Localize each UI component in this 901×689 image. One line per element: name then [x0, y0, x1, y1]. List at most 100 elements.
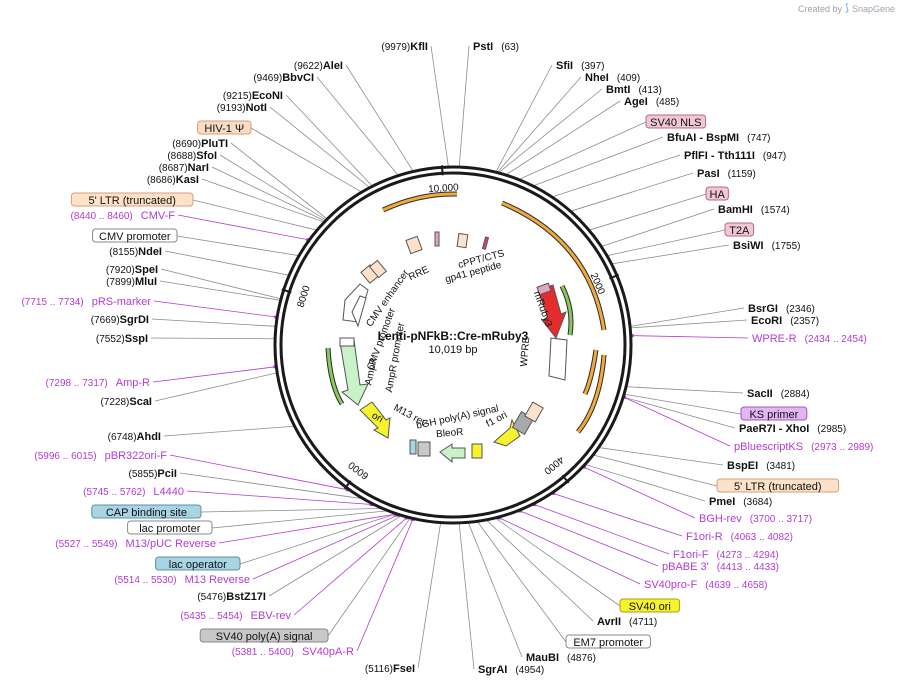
leader-line	[230, 142, 327, 219]
site-name: BsrGI	[748, 303, 778, 315]
restriction-site-label[interactable]: (5116)FseI	[365, 663, 415, 675]
restriction-site-label[interactable]: BfuAI - BspMI(747)	[667, 132, 770, 144]
restriction-site-label[interactable]: BsiWI(1755)	[733, 240, 800, 252]
restriction-site-label[interactable]: PmeI(3684)	[709, 496, 772, 508]
tick-label: 8000	[295, 284, 312, 309]
leader-line	[417, 523, 441, 669]
feature-label-box[interactable]: CMV promoter	[92, 228, 178, 243]
feature-label-box[interactable]: EM7 promoter	[565, 634, 651, 649]
restriction-site-label[interactable]: MauBI(4876)	[526, 652, 596, 664]
primer-label[interactable]: F1ori-F(4273 .. 4294)	[673, 549, 779, 561]
restriction-site-label[interactable]: BsrGI(2346)	[748, 303, 815, 315]
restriction-site-label[interactable]: SgrAI(4954)	[478, 664, 544, 676]
restriction-site-label[interactable]: (8690)PluTI	[172, 138, 228, 150]
feature-label-box[interactable]: HIV-1 Ψ	[197, 120, 252, 135]
restriction-site-label[interactable]: (8155)NdeI	[109, 246, 162, 258]
primer-label[interactable]: pBABE 3'(4413 .. 4433)	[662, 561, 779, 573]
restriction-site-label[interactable]: BmtI(413)	[606, 84, 662, 96]
feature-label-box[interactable]: SV40 ori	[619, 598, 681, 613]
feature-box-bg	[716, 478, 840, 493]
primer-label[interactable]: pBluescriptKS(2973 .. 2989)	[734, 441, 873, 453]
site-name: BspEI	[727, 460, 758, 472]
primer-name: WPRE-R	[752, 333, 797, 345]
leader-line	[176, 235, 299, 256]
site-name: FseI	[393, 663, 415, 675]
site-position: (7228)	[100, 397, 129, 408]
primer-label[interactable]: SV40pro-F(4639 .. 4658)	[644, 579, 767, 591]
primer-label[interactable]: (5745 .. 5762)L4440	[83, 486, 184, 498]
site-name: AvrII	[597, 616, 621, 628]
feature-arc-green-left-fill	[326, 347, 344, 405]
primer-label[interactable]: BGH-rev(3700 .. 3717)	[699, 513, 812, 525]
primer-label[interactable]: (5527 .. 5549)M13/pUC Reverse	[55, 538, 216, 550]
site-name: PluTI	[201, 138, 228, 150]
feature-label-box[interactable]: lac operator	[155, 556, 241, 571]
restriction-site-label[interactable]: SfiI(397)	[556, 60, 604, 72]
feature-label-box[interactable]: SV40 NLS	[645, 114, 707, 129]
primer-label[interactable]: (7715 .. 7734)pRS-marker	[21, 296, 151, 308]
feature-label-box[interactable]: HA	[705, 186, 729, 201]
restriction-site-label[interactable]: PflFI - Tth111I(947)	[684, 150, 786, 162]
primer-label[interactable]: (5514 .. 5530)M13 Reverse	[114, 574, 250, 586]
leader-line	[285, 94, 373, 186]
primer-label[interactable]: F1ori-R(4063 .. 4082)	[686, 531, 793, 543]
restriction-site-label[interactable]: (7228)ScaI	[100, 396, 152, 408]
primer-label[interactable]: (5435 .. 5454)EBV-rev	[180, 610, 291, 622]
site-position: (4711)	[629, 617, 657, 628]
primer-label[interactable]: (7298 .. 7317)Amp-R	[46, 377, 151, 389]
leader-line	[497, 76, 582, 172]
ori-arrow	[359, 401, 391, 439]
restriction-site-label[interactable]: EcoRI(2357)	[751, 315, 819, 327]
restriction-site-label[interactable]: (7920)SpeI	[106, 264, 158, 276]
primer-name: L4440	[153, 486, 184, 498]
leader-line	[186, 490, 372, 505]
restriction-site-label[interactable]: PaeR7I - XhoI(2985)	[739, 423, 846, 435]
restriction-site-label[interactable]: BamHI(1574)	[718, 204, 790, 216]
primer-label[interactable]: (5381 .. 5400)SV40pA-R	[232, 646, 354, 658]
restriction-site-label[interactable]: PstI(63)	[473, 41, 519, 53]
feature-label-box[interactable]: 5' LTR (truncated)	[70, 192, 194, 207]
restriction-site-label[interactable]: (5476)BstZ17I	[197, 591, 266, 603]
site-name: SspI	[125, 333, 148, 345]
primer-label[interactable]: (5996 .. 6015)pBR322ori-F	[34, 450, 167, 462]
feature-label-box[interactable]: CAP binding site	[91, 504, 202, 519]
restriction-site-label[interactable]: (5855)PciI	[129, 468, 177, 480]
restriction-site-label[interactable]: (7669)SgrDI	[91, 314, 149, 326]
feature-box-bg	[705, 186, 729, 201]
restriction-site-label[interactable]: SacII(2884)	[747, 388, 810, 400]
feature-label-box[interactable]: 5' LTR (truncated)	[716, 478, 840, 493]
site-position: (8688)	[167, 151, 196, 162]
site-name: SfiI	[556, 60, 573, 72]
leader-line	[506, 100, 621, 175]
feature-box-text: HIV-1 Ψ	[204, 123, 244, 135]
restriction-site-label[interactable]: (8686)KasI	[147, 174, 199, 186]
restriction-site-label[interactable]: (8687)NarI	[159, 162, 209, 174]
leader-line	[599, 447, 724, 466]
leader-line	[316, 76, 398, 176]
restriction-site-label[interactable]: AgeI(485)	[624, 96, 679, 108]
restriction-site-label[interactable]: (8688)SfoI	[167, 150, 217, 162]
leader-line	[534, 504, 670, 555]
restriction-site-label[interactable]: NheI(409)	[585, 72, 640, 84]
restriction-site-label[interactable]: PasI(1159)	[697, 168, 756, 180]
feature-label-box[interactable]: KS primer	[740, 406, 808, 421]
restriction-site-label[interactable]: (7899)MluI	[106, 276, 157, 288]
restriction-site-label[interactable]: (9193)NotI	[217, 102, 267, 114]
restriction-site-label[interactable]: (6748)AhdI	[108, 431, 161, 443]
site-position: (7920)	[106, 265, 135, 276]
restriction-site-label[interactable]: (9622)AleI	[294, 60, 343, 72]
primer-label[interactable]: (8440 .. 8460)CMV-F	[71, 210, 176, 222]
feature-box-bg	[197, 120, 252, 135]
feature-label-box[interactable]: lac promoter	[127, 520, 213, 535]
restriction-site-label[interactable]: AvrII (4711)	[597, 616, 657, 628]
feature-label-box[interactable]: T2A	[724, 222, 755, 237]
restriction-site-label[interactable]: (9469)BbvCI	[253, 72, 314, 84]
feature-label-box[interactable]: SV40 poly(A) signal	[199, 628, 329, 643]
leader-line	[177, 214, 309, 241]
restriction-site-label[interactable]: (9979)KflI	[381, 41, 428, 53]
restriction-site-label[interactable]: (7552)SspI	[96, 333, 148, 345]
restriction-site-label[interactable]: BspEI(3481)	[727, 460, 795, 472]
restriction-site-label[interactable]: (9215)EcoNI	[223, 90, 283, 102]
primer-label[interactable]: WPRE-R(2434 .. 2454)	[752, 333, 867, 345]
